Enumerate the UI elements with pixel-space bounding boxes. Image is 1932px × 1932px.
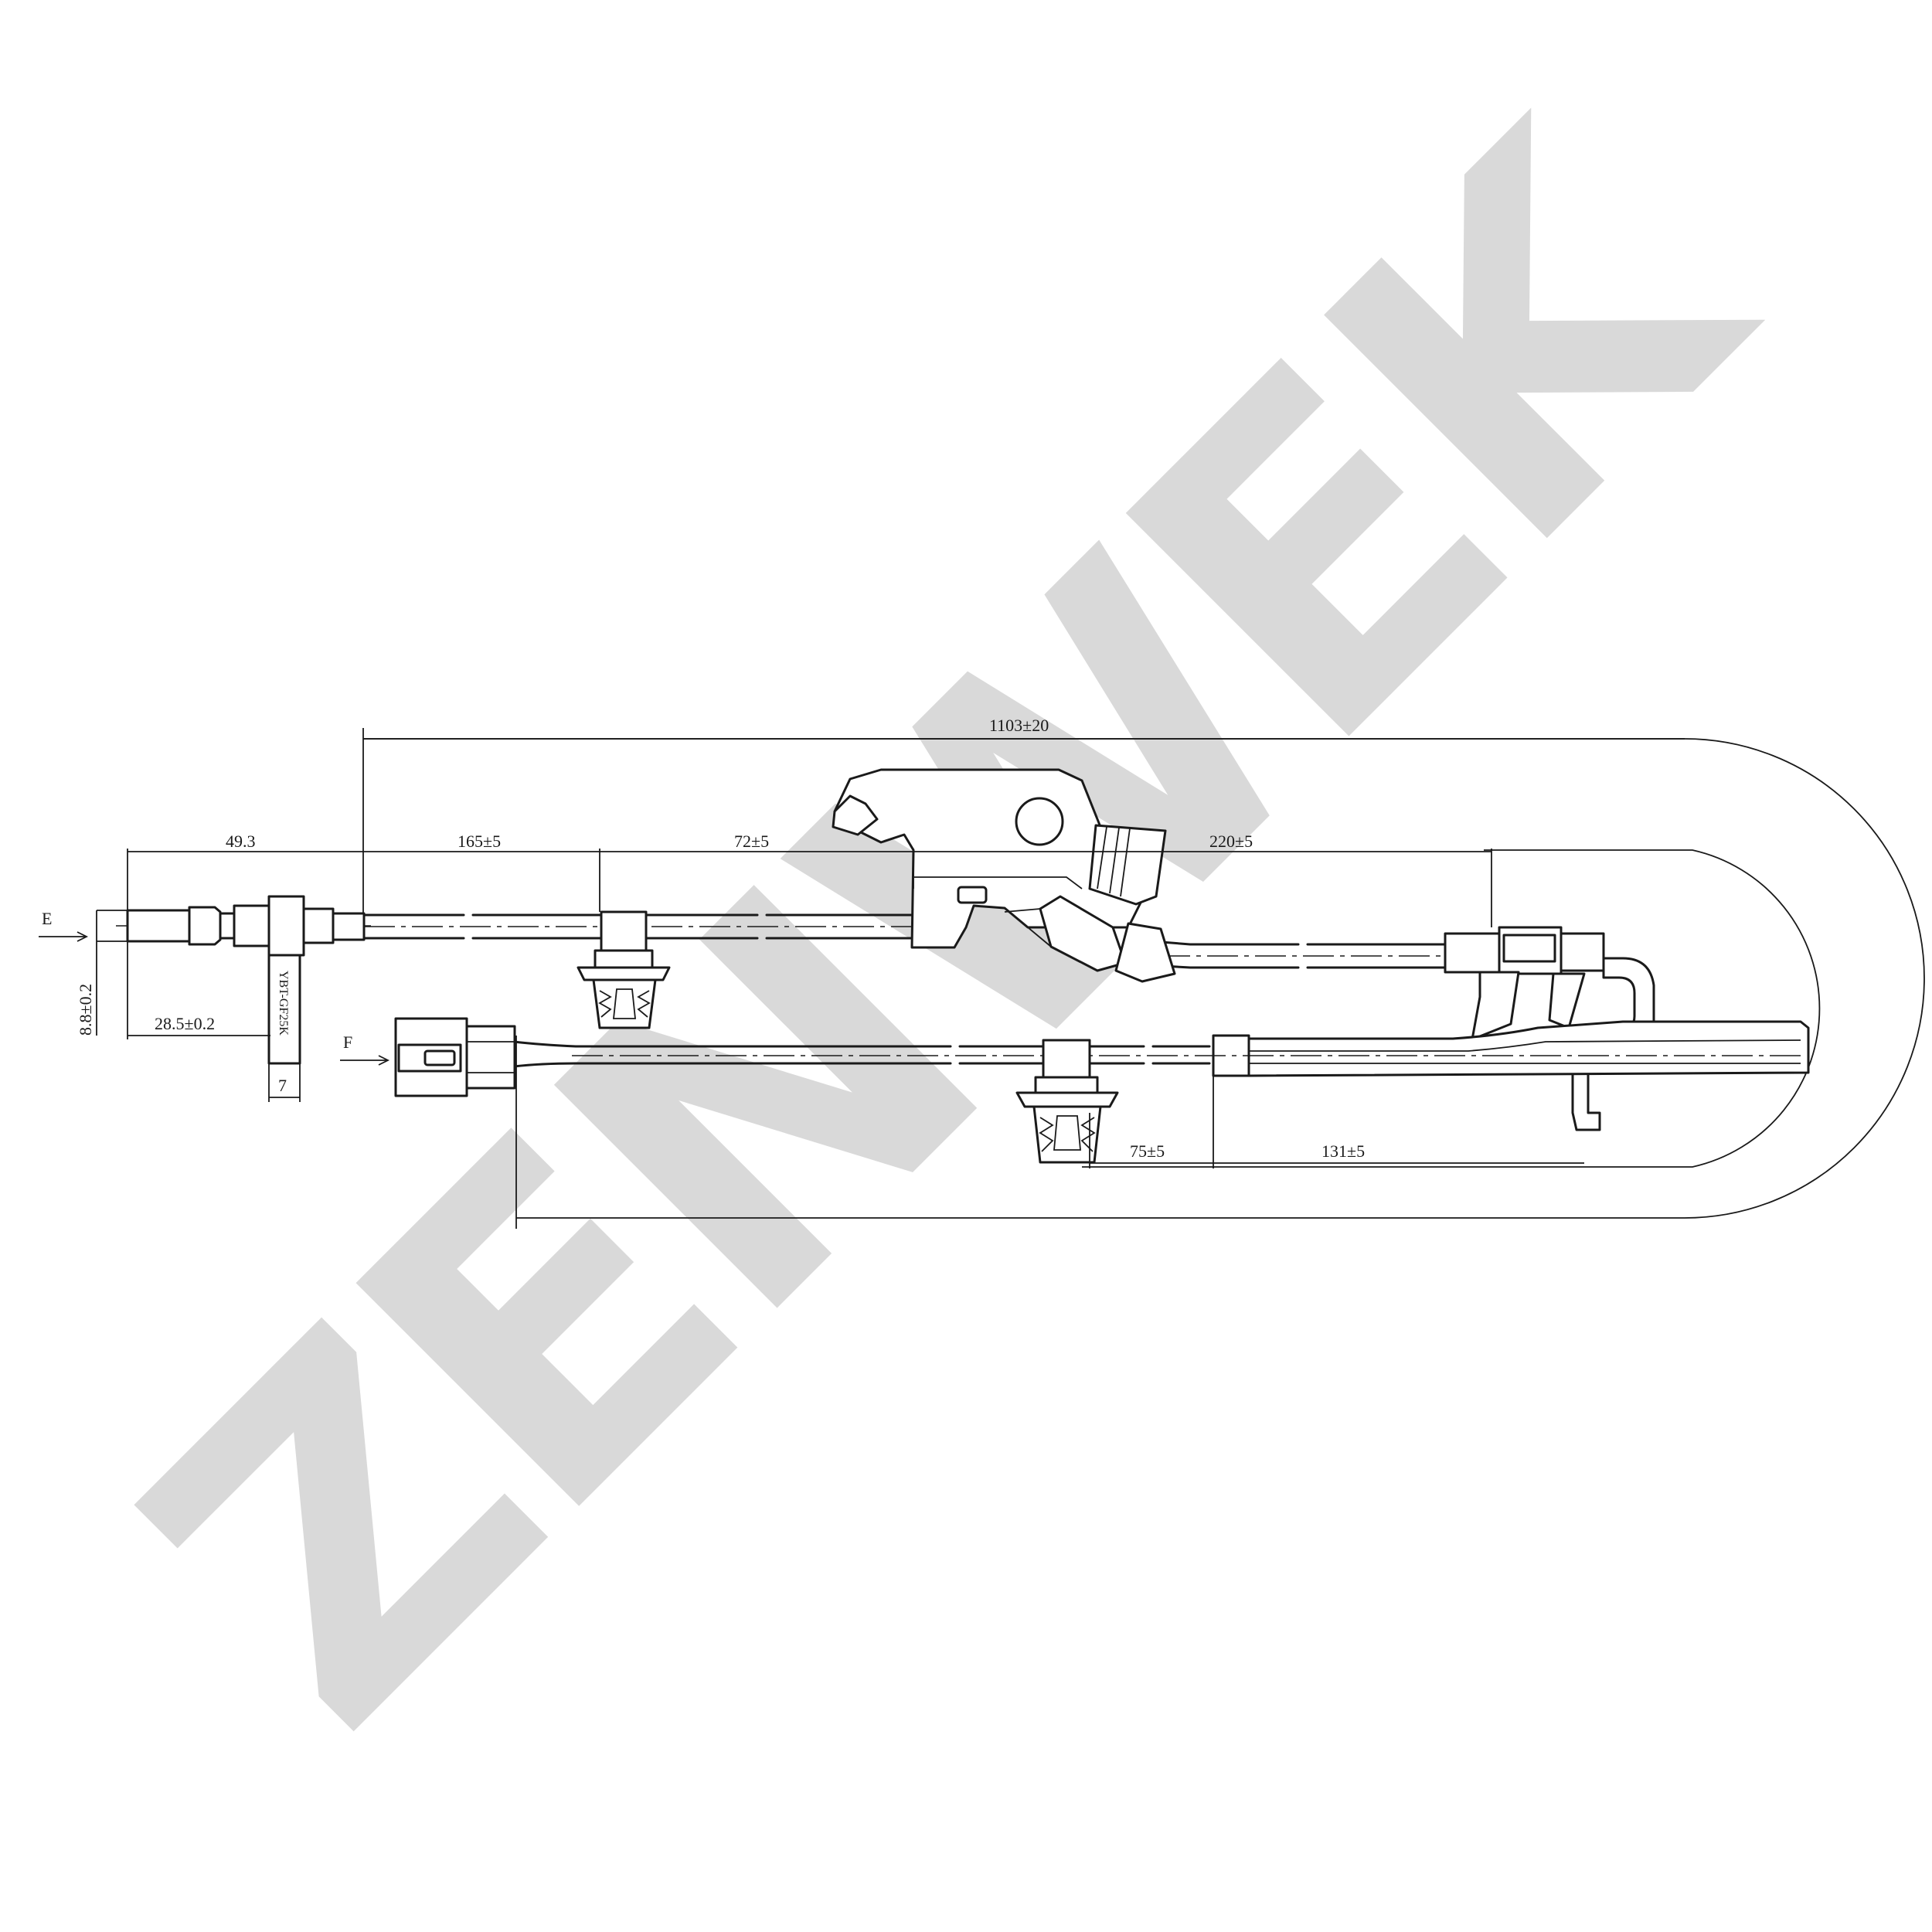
cable-clip-1 xyxy=(577,910,671,1029)
sensor-housing xyxy=(233,904,270,947)
part-marking: YBT-GF25K xyxy=(277,971,290,1036)
sensor-boot xyxy=(332,912,366,941)
sensor-grommet xyxy=(302,907,335,944)
sensor-body xyxy=(188,906,222,946)
dim-flange-width: 7 xyxy=(278,1076,287,1095)
inner-loop xyxy=(1082,849,1821,1168)
dim-sensor-diameter: 8.8±0.2 xyxy=(76,984,95,1036)
wheel-speed-sensor: YBT-GF25K xyxy=(116,895,371,1065)
bracket-bolt-hole xyxy=(1015,797,1064,846)
cable-clip-2 xyxy=(1015,1039,1119,1164)
dim-seg-3: 220±5 xyxy=(1209,832,1253,851)
dim-seg-5: 131±5 xyxy=(1321,1141,1365,1161)
view-label-e: E xyxy=(42,909,52,928)
sensor-neck xyxy=(219,912,236,940)
lower-cable xyxy=(512,1020,1810,1077)
dimension-lines xyxy=(39,738,1685,1168)
dim-tip-to-flange: 28.5±0.2 xyxy=(155,1014,215,1033)
sensor-tip xyxy=(126,909,191,943)
vehicle-connector xyxy=(394,1017,516,1097)
dim-seg-1: 165±5 xyxy=(457,832,501,851)
overall-length-loop xyxy=(363,738,1925,1219)
dim-seg-4: 75±5 xyxy=(1130,1141,1165,1161)
dim-seg-2: 72±5 xyxy=(734,832,769,851)
view-label-f: F xyxy=(343,1032,352,1052)
sensor-flange-lower xyxy=(267,954,301,1065)
cable-grommets xyxy=(1004,824,1176,983)
dim-sensor-length: 49.3 xyxy=(226,832,256,851)
sensor-flange xyxy=(267,895,305,957)
dim-overall-length: 1103±20 xyxy=(989,716,1049,735)
